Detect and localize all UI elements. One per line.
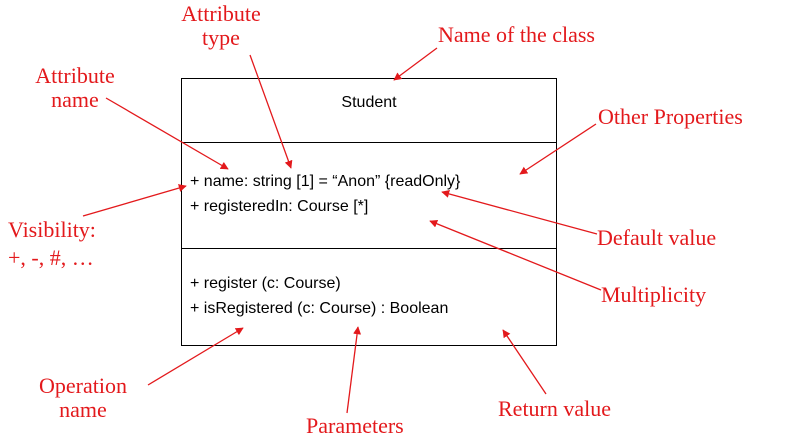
arrow-other-properties — [519, 123, 597, 175]
callout-multiplicity: Multiplicity — [601, 282, 707, 307]
callout-attribute-name-line2: name — [51, 87, 99, 112]
callout-attribute-type: Attribute type — [166, 2, 276, 50]
arrow-default-value — [441, 190, 598, 235]
callout-name-of-class: Name of the class — [438, 22, 595, 47]
callout-operation-name-line1: Operation — [39, 373, 127, 398]
operations-compartment: + register (c: Course) + isRegistered (c… — [182, 249, 556, 345]
callout-operation-name: Operation name — [28, 374, 138, 422]
arrow-parameters — [346, 326, 362, 414]
attributes-compartment: + name: string [1] = “Anon” {readOnly} +… — [182, 143, 556, 249]
callout-default-value: Default value — [597, 225, 717, 250]
callout-attribute-name-line1: Attribute — [35, 63, 115, 88]
arrow-operation-name — [147, 327, 244, 386]
arrow-attribute-name — [105, 97, 229, 170]
arrow-multiplicity — [429, 219, 602, 291]
arrow-visibility — [82, 184, 187, 217]
arrow-return-value — [502, 329, 547, 395]
callout-operation-name-line2: name — [59, 397, 107, 422]
uml-class-box: Student + name: string [1] = “Anon” {rea… — [181, 78, 557, 346]
callout-attribute-name: Attribute name — [20, 64, 130, 112]
class-name-compartment: Student — [182, 79, 556, 143]
callout-parameters: Parameters — [306, 413, 404, 438]
callout-return-value: Return value — [498, 396, 612, 421]
operation-is-registered: + isRegistered (c: Course) : Boolean — [190, 300, 449, 317]
callout-attribute-type-line1: Attribute — [181, 1, 261, 26]
callout-visibility-line1: Visibility: — [8, 217, 96, 242]
attribute-registered-in: + registeredIn: Course [*] — [190, 198, 369, 215]
arrow-attribute-type — [249, 54, 293, 169]
callout-attribute-type-line2: type — [202, 25, 240, 50]
arrow-name-of-class — [393, 47, 438, 81]
callout-other-properties: Other Properties — [598, 104, 743, 129]
callout-visibility: Visibility: +, -, #, … — [8, 216, 96, 272]
class-name: Student — [341, 94, 397, 111]
attribute-name: + name: string [1] = “Anon” {readOnly} — [190, 173, 461, 190]
operation-register: + register (c: Course) — [190, 275, 341, 292]
callout-visibility-line2: +, -, #, … — [8, 245, 94, 270]
